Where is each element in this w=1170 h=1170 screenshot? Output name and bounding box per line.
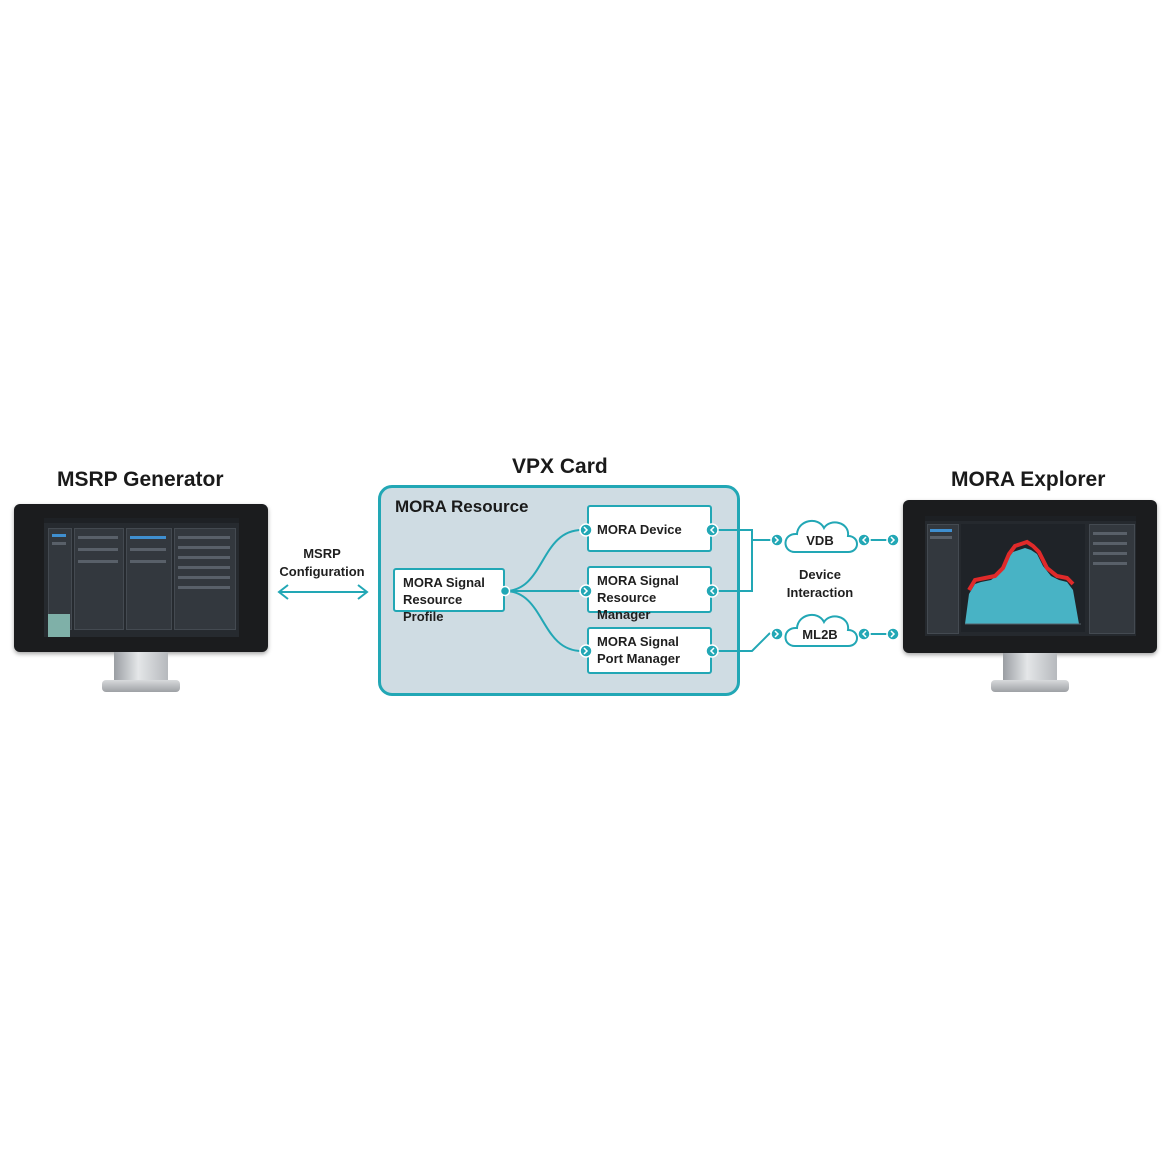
ml2b-cloud bbox=[784, 613, 858, 647]
mora-explorer-monitor bbox=[903, 500, 1157, 694]
port-manager-to-ml2b-connector bbox=[712, 632, 771, 652]
ml2b-cloud-label: ML2B bbox=[802, 627, 837, 642]
mora-signal-resource-profile-node: MORA Signal Resource Profile bbox=[393, 568, 505, 624]
device-interaction-label: Device Interaction bbox=[786, 567, 854, 600]
vdb-cloud bbox=[784, 519, 858, 553]
msrp-generator-screen bbox=[44, 518, 239, 637]
vpx-card-title: VPX Card bbox=[512, 455, 608, 478]
vdb-cloud-label: VDB bbox=[806, 533, 833, 548]
spectrum-plot bbox=[961, 524, 1085, 632]
mora-resource-title: MORA Resource bbox=[395, 497, 529, 516]
device-bus-connector bbox=[712, 529, 753, 592]
mora-explorer-screen bbox=[925, 516, 1136, 636]
msrp-generator-monitor bbox=[14, 504, 268, 696]
mora-signal-resource-manager-node: MORA Signal Resource Manager bbox=[587, 566, 712, 622]
profile-output-port bbox=[499, 585, 511, 597]
profile-to-device-connector bbox=[504, 529, 583, 592]
mora-explorer-title: MORA Explorer bbox=[951, 468, 1106, 491]
mora-signal-port-manager-node: MORA Signal Port Manager bbox=[587, 627, 712, 674]
msrp-configuration-label: MSRP Configuration bbox=[279, 546, 365, 579]
spectrum-body bbox=[965, 548, 1079, 624]
spectrum-peak bbox=[967, 539, 1075, 592]
msrp-generator-title: MSRP Generator bbox=[57, 468, 224, 491]
profile-to-port-manager-connector bbox=[504, 590, 583, 652]
